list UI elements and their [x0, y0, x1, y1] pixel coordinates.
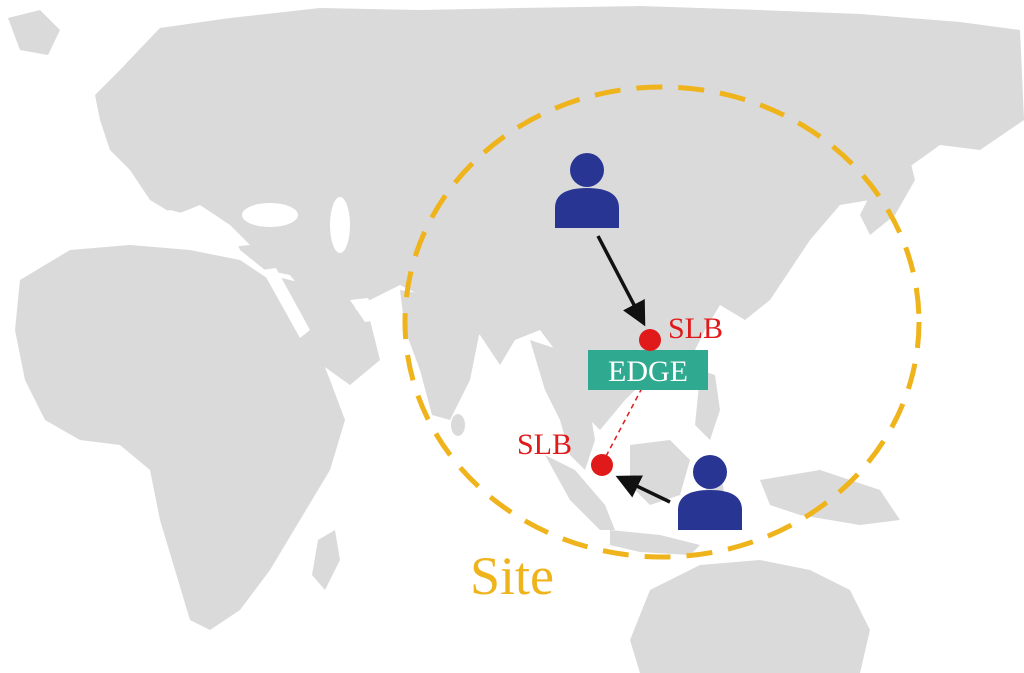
- user-to-slb-arrow-2: [615, 475, 671, 504]
- slb-label-upper: SLB: [668, 312, 723, 345]
- slb-node-lower: [591, 454, 613, 476]
- user-icon: [678, 455, 742, 530]
- edge-to-slb-dashed-link: [603, 387, 643, 461]
- site-boundary-ring: [402, 84, 922, 560]
- site-label: Site: [470, 546, 554, 606]
- user-to-slb-arrow-1: [596, 235, 646, 327]
- slb-label-lower: SLB: [517, 428, 572, 461]
- user-icon: [555, 153, 619, 228]
- slb-node-upper: [639, 329, 661, 351]
- edge-label: EDGE: [608, 355, 688, 388]
- edge-node: EDGE: [588, 350, 708, 390]
